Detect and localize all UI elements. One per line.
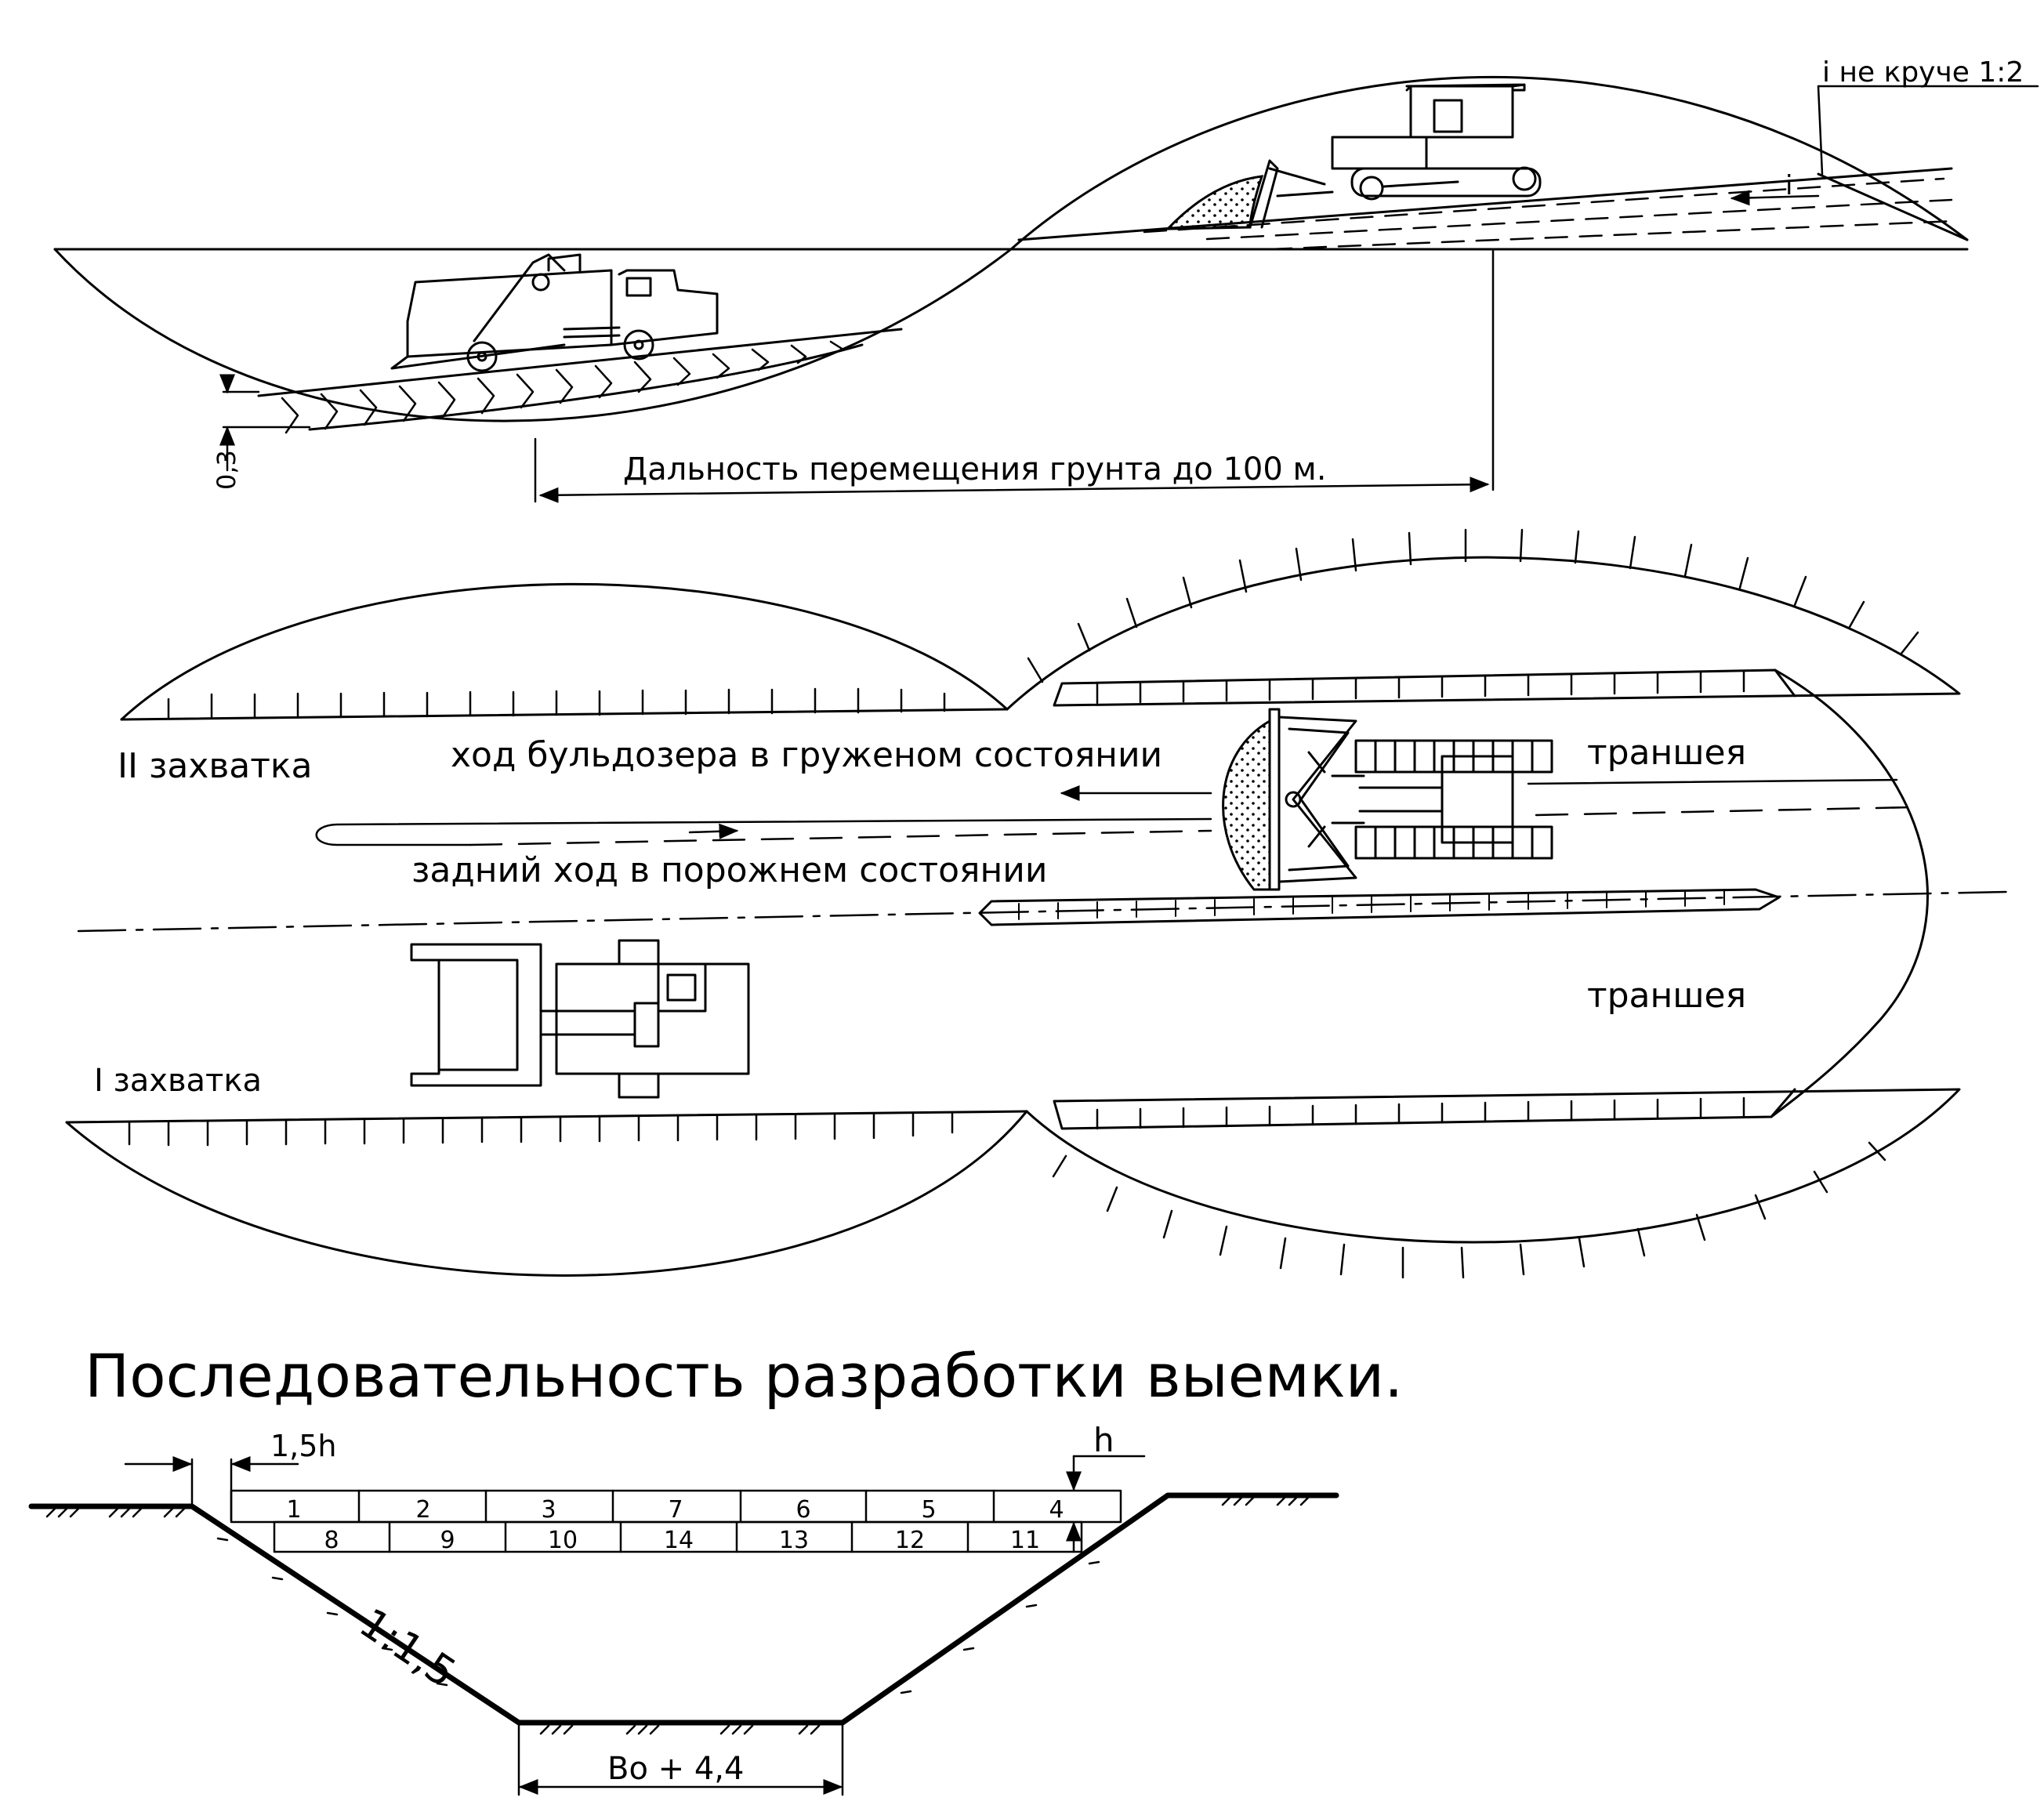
lower-left-slope-ticks — [128, 1112, 954, 1147]
lower-cell: 10 — [548, 1527, 578, 1554]
distance-label: Дальность перемещения грунта до 100 м. — [623, 451, 1326, 487]
upper-right-lens — [1006, 556, 1961, 711]
zone-1-label: I захватка — [94, 1063, 262, 1099]
slope-note: i не круче 1:2 — [1822, 56, 2024, 89]
plan-view: II захватка I захватка ход бульдозера в … — [65, 528, 2008, 1279]
center-axis — [77, 890, 2008, 933]
zone-2-label: II захватка — [118, 746, 312, 786]
slope-note-leader — [1817, 85, 1824, 176]
lower-cell: 11 — [1010, 1527, 1040, 1554]
central-strip-ticks — [1018, 890, 1725, 920]
bottom-hatch — [539, 1724, 821, 1735]
cross-section: 1 2 3 7 6 5 4 8 9 10 14 13 12 11 1,5h h … — [28, 1421, 1339, 1796]
slope-ratio-label: 1:1,5 — [351, 1600, 464, 1697]
embankment-arc — [1009, 75, 1969, 251]
lower-dividers — [388, 1520, 969, 1553]
reverse-path-dashed — [469, 829, 1212, 846]
trench-outline — [1770, 669, 1929, 1118]
bulldozer-plan-lower-icon — [410, 939, 750, 1099]
excavation-profile — [28, 1492, 1339, 1726]
excavation-arc — [53, 248, 1013, 422]
trench-upper-label: траншея — [1587, 733, 1746, 773]
upper-left-arc — [120, 582, 1009, 721]
upper-cell: 7 — [668, 1496, 683, 1524]
fill-top-surface — [1017, 167, 1953, 241]
upper-dividers — [357, 1489, 995, 1524]
layer-thickness-label: 0,3 — [212, 450, 241, 490]
upper-trench-axis — [1535, 806, 1914, 817]
lower-right-inner-ticks — [1096, 1096, 1745, 1130]
lower-cell: 9 — [440, 1527, 455, 1554]
upper-left-edge — [120, 708, 1009, 721]
lower-right-lens — [1025, 1088, 1961, 1244]
lower-cell: 12 — [895, 1527, 925, 1554]
ground-hatch — [45, 1495, 1310, 1518]
fill-layers-dashed — [1143, 177, 1957, 251]
loaded-move-label: ход бульдозера в груженом состоянии — [451, 735, 1162, 775]
reverse-move-label: задний ход в порожнем состоянии — [411, 850, 1048, 890]
reverse-path — [315, 817, 1212, 846]
bulldozer-plan-icon — [1222, 708, 1553, 891]
slope-direction-arrow — [1730, 190, 1820, 206]
upper-cell: 4 — [1049, 1496, 1064, 1524]
upper-right-inner-ticks — [1096, 670, 1745, 705]
slope-hatch — [216, 1537, 1100, 1694]
cut-layer-top — [257, 328, 903, 397]
longitudinal-profile: i i не круче 1:2 0,3 Дальность перемещен… — [53, 56, 2039, 503]
lower-right-outer-ticks — [1052, 1141, 1886, 1279]
bulldozer-side-icon — [1165, 83, 1542, 230]
fill-slope-line — [1817, 172, 1969, 241]
cut-layer-bottom — [308, 343, 864, 431]
upper-right-outer-ticks — [1027, 528, 1919, 683]
lower-layer — [273, 1520, 1083, 1553]
distance-dimension-line — [538, 477, 1490, 503]
lower-cell: 13 — [779, 1527, 809, 1554]
upper-cell: 3 — [541, 1496, 556, 1524]
lower-left-arc — [65, 1110, 1028, 1277]
upper-cell: 5 — [921, 1496, 936, 1524]
lower-cell: 8 — [324, 1527, 339, 1554]
depth-label: h — [1093, 1421, 1114, 1459]
upper-left-slope-ticks — [167, 687, 946, 720]
scraper-truck-icon — [390, 253, 719, 372]
upper-cell: 2 — [415, 1496, 430, 1524]
upper-cell: 1 — [286, 1496, 301, 1524]
slope-symbol: i — [1785, 170, 1792, 201]
section-title: Последовательность разработки выемки. — [85, 1341, 1403, 1411]
central-strip — [978, 888, 1781, 926]
cut-layer-hatch — [281, 340, 845, 434]
bottom-width-label: Bo + 4,4 — [607, 1751, 744, 1787]
berm-label: 1,5h — [270, 1429, 337, 1463]
upper-cell: 6 — [795, 1496, 810, 1524]
lower-cell: 14 — [664, 1527, 694, 1554]
trench-lower-label: траншея — [1587, 976, 1746, 1016]
lower-left-edge — [65, 1110, 1028, 1124]
reverse-move-arrow — [688, 823, 739, 839]
